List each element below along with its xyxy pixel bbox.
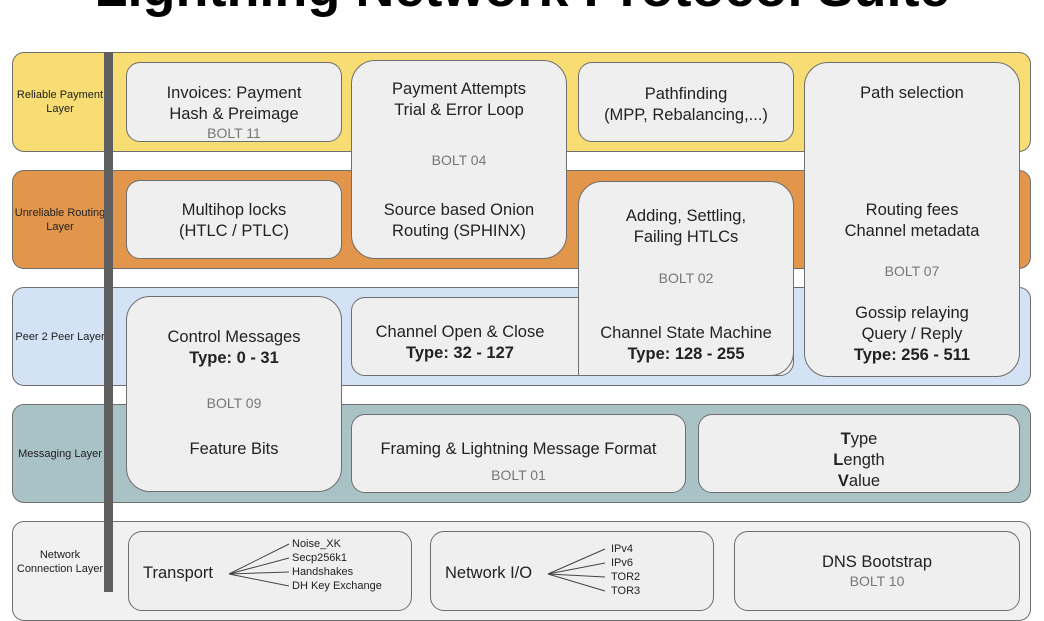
transport-box: Transport Noise_XK Secp256k1 Handshakes … <box>128 531 412 611</box>
network-io-item-1: IPv4 <box>611 543 634 555</box>
dns-bootstrap-box: DNS Bootstrap BOLT 10 <box>734 531 1020 611</box>
tlv-v-letter: V <box>837 472 849 490</box>
transport-label: Transport <box>143 564 213 582</box>
tlv-t-letter: T <box>840 430 851 448</box>
framing-line1: Framing & Lightning Message Format <box>380 440 657 458</box>
payment-attempts-line4: Routing (SPHINX) <box>392 222 526 240</box>
multihop-line2: (HTLC / PTLC) <box>178 222 289 240</box>
invoices-line1: Invoices: Payment <box>166 84 302 102</box>
pathfinding-box: Pathfinding (MPP, Rebalancing,...) <box>578 62 794 142</box>
channel-open-close-type: Type: 32 - 127 <box>406 344 514 362</box>
payment-attempts-line1: Payment Attempts <box>392 80 526 98</box>
tlv-type-rest: ype <box>850 430 878 448</box>
state-machine-label: Channel State Machine <box>600 324 772 342</box>
tlv-box: Type Length Value <box>698 414 1020 493</box>
path-selection-line4: Gossip relaying <box>855 304 969 322</box>
dns-bootstrap-label: DNS Bootstrap <box>821 553 933 571</box>
network-io-box: Network I/O IPv4 IPv6 TOR2 TOR3 <box>430 531 714 611</box>
tlv-l-letter: L <box>833 451 844 469</box>
tlv-length-line: Length <box>699 450 1019 470</box>
tlv-length-rest: ength <box>843 451 885 469</box>
network-io-item-3: TOR2 <box>611 571 641 583</box>
path-selection-line1: Path selection <box>860 84 964 102</box>
transport-item-3: Handshakes <box>292 566 354 578</box>
path-selection-bolt: BOLT 07 <box>884 263 940 279</box>
control-messages-bolt: BOLT 09 <box>206 395 262 411</box>
unreliable-routing-layer-label: Unreliable Routing Layer <box>14 206 106 233</box>
htlc-box: Adding, Settling, Failing HTLCs BOLT 02 … <box>578 181 794 376</box>
dns-bootstrap-bolt: BOLT 10 <box>849 573 905 589</box>
messaging-layer-label: Messaging Layer <box>18 447 102 460</box>
htlc-line1: Adding, Settling, <box>625 207 747 225</box>
peer-2-peer-layer-label: Peer 2 Peer Layer <box>15 330 105 343</box>
tlv-type-line: Type <box>699 429 1019 449</box>
control-messages-type: Type: 0 - 31 <box>189 349 279 367</box>
multihop-locks-box: Multihop locks (HTLC / PTLC) <box>126 180 342 259</box>
transport-item-2: Secp256k1 <box>292 552 348 564</box>
invoices-line2: Hash & Preimage <box>169 105 299 123</box>
channel-open-close-label: Channel Open & Close <box>375 323 545 341</box>
multihop-line1: Multihop locks <box>181 201 287 219</box>
framing-box: Framing & Lightning Message Format BOLT … <box>351 414 686 493</box>
network-connection-layer-label: Network Connection Layer <box>16 549 104 575</box>
control-messages-line1: Control Messages <box>167 328 301 346</box>
state-machine-type: Type: 128 - 255 <box>627 345 745 363</box>
network-io-label: Network I/O <box>445 564 533 582</box>
path-selection-line3: Channel metadata <box>844 222 980 240</box>
invoices-box: Invoices: Payment Hash & Preimage BOLT 1… <box>126 62 342 142</box>
reliable-payment-layer-label: Reliable Payment Layer <box>16 89 104 115</box>
payment-attempts-box: Payment Attempts Trial & Error Loop BOLT… <box>351 60 567 259</box>
network-io-item-2: IPv6 <box>611 557 634 569</box>
htlc-bolt: BOLT 02 <box>658 270 714 286</box>
tlv-value-rest: alue <box>848 472 881 490</box>
tlv-value-line: Value <box>699 471 1019 491</box>
payment-attempts-line2: Trial & Error Loop <box>394 101 524 119</box>
pathfinding-line2: (MPP, Rebalancing,...) <box>604 106 768 124</box>
payment-attempts-line3: Source based Onion <box>383 201 535 219</box>
path-selection-line5: Query / Reply <box>861 325 963 343</box>
feature-bits-label: Feature Bits <box>189 440 279 458</box>
payment-attempts-bolt: BOLT 04 <box>431 152 487 168</box>
framing-bolt: BOLT 01 <box>491 467 546 483</box>
pathfinding-line1: Pathfinding <box>644 85 728 103</box>
path-selection-line2: Routing fees <box>865 201 959 219</box>
diagram-title: Lightning Network Protocol Suite <box>0 0 1044 16</box>
path-selection-type: Type: 256 - 511 <box>853 346 971 364</box>
htlc-line2: Failing HTLCs <box>633 228 739 246</box>
control-messages-box: Control Messages Type: 0 - 31 BOLT 09 Fe… <box>126 296 342 492</box>
transport-item-1: Noise_XK <box>292 538 341 550</box>
transport-fan-lines <box>228 543 290 587</box>
layer-label-divider <box>104 52 113 592</box>
invoices-bolt: BOLT 11 <box>207 125 261 141</box>
path-selection-box: Path selection Routing fees Channel meta… <box>804 62 1020 377</box>
